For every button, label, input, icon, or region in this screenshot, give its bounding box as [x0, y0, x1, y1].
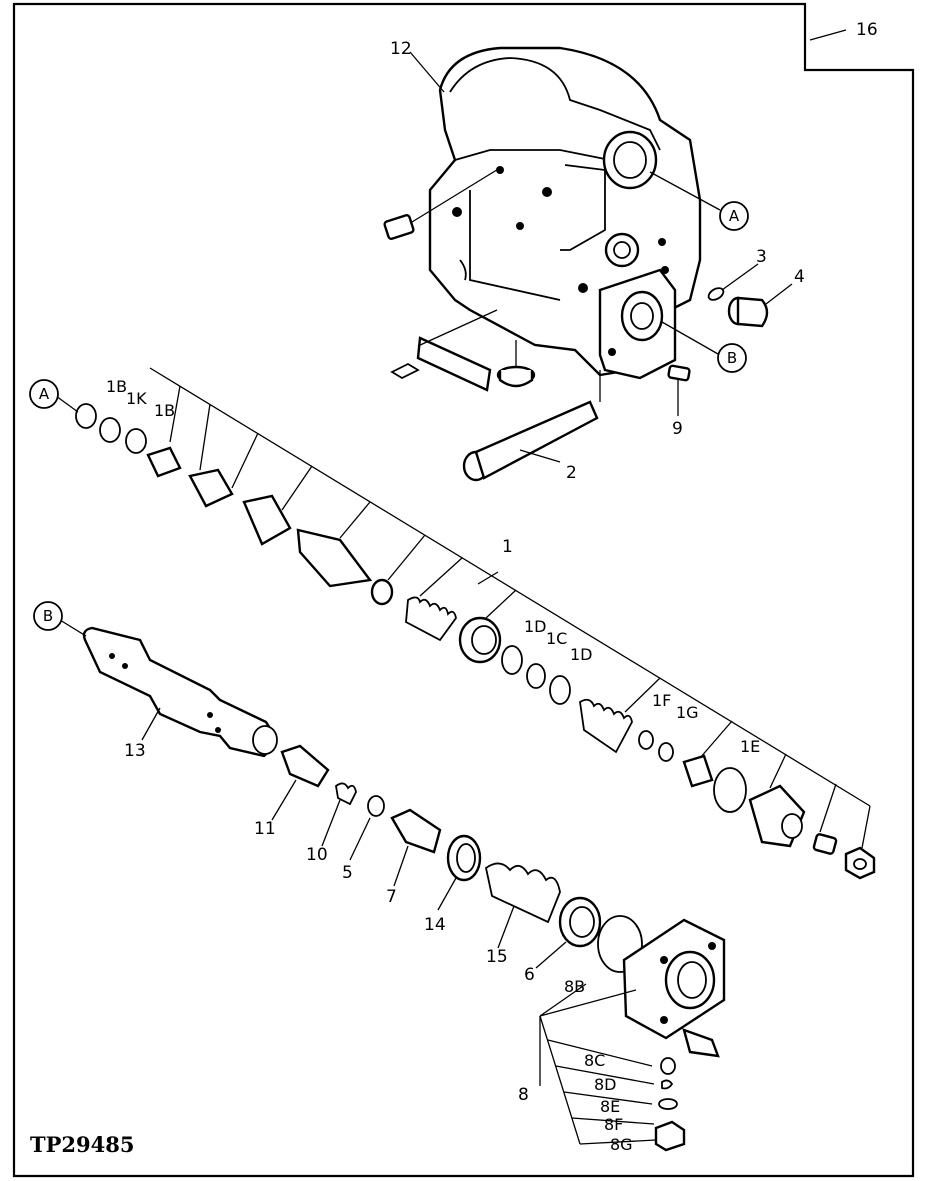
parts-lower-row: [280, 744, 643, 973]
callout-13: 13: [124, 741, 146, 761]
plug-center: [496, 340, 536, 388]
o-ring-3: [707, 287, 725, 301]
callout-6: 6: [524, 965, 535, 985]
callout-9: 9: [672, 419, 683, 439]
bolt-2: [462, 370, 601, 482]
callout-8c: 8C: [584, 1051, 605, 1070]
plug-4: [727, 296, 769, 328]
figure-border: [12, 2, 915, 1178]
reference-marker-a-top: A: [719, 201, 749, 231]
callout-1f: 1F: [652, 691, 671, 710]
callout-11: 11: [254, 819, 276, 839]
valve-housing: [428, 46, 702, 380]
reference-marker-b-top: B: [717, 343, 747, 373]
end-cover-8: [622, 918, 726, 1152]
svg-text:B: B: [727, 349, 737, 367]
callout-8d: 8D: [594, 1075, 617, 1094]
callout-1: 1: [502, 537, 513, 557]
callout-12: 12: [390, 39, 412, 59]
callout-4: 4: [794, 267, 805, 287]
screw-9: [667, 364, 691, 382]
callout-2: 2: [566, 463, 577, 483]
callout-8: 8: [518, 1085, 529, 1105]
callout-7: 7: [386, 887, 397, 907]
callout-8f: 8F: [604, 1115, 623, 1134]
spool-assembly-parts: [75, 403, 876, 880]
bracket-plate: [390, 309, 498, 392]
svg-text:B: B: [43, 607, 53, 625]
callout-5: 5: [342, 863, 353, 883]
callout-1e: 1E: [740, 737, 760, 756]
callout-8g: 8G: [610, 1135, 633, 1154]
callout-1d-second: 1D: [570, 645, 593, 664]
callout-1d-first: 1D: [524, 617, 547, 636]
main-spool-13: [82, 626, 278, 758]
callout-1c: 1C: [546, 629, 567, 648]
callout-8e: 8E: [600, 1097, 620, 1116]
callout-1b-first: 1B: [106, 377, 127, 396]
callout-16: 16: [856, 20, 878, 40]
figure-id: TP29485: [30, 1132, 134, 1157]
svg-text:A: A: [39, 385, 50, 403]
callout-10: 10: [306, 845, 328, 865]
spool-assembly-leaders: [149, 367, 871, 849]
callout-1b-second: 1B: [154, 401, 175, 420]
reference-marker-a-left: A: [29, 379, 59, 409]
callout-3: 3: [756, 247, 767, 267]
callout-15: 15: [486, 947, 508, 967]
callout-1k: 1K: [126, 389, 147, 408]
callout-14: 14: [424, 915, 446, 935]
housing-bolt: [383, 167, 501, 240]
cover-8-leaders: [539, 983, 657, 1145]
callout-8b: 8B: [564, 977, 585, 996]
reference-marker-b-left: B: [33, 601, 63, 631]
callout-1g: 1G: [676, 703, 699, 722]
svg-text:A: A: [729, 207, 740, 225]
callout-leaders: [55, 29, 847, 969]
